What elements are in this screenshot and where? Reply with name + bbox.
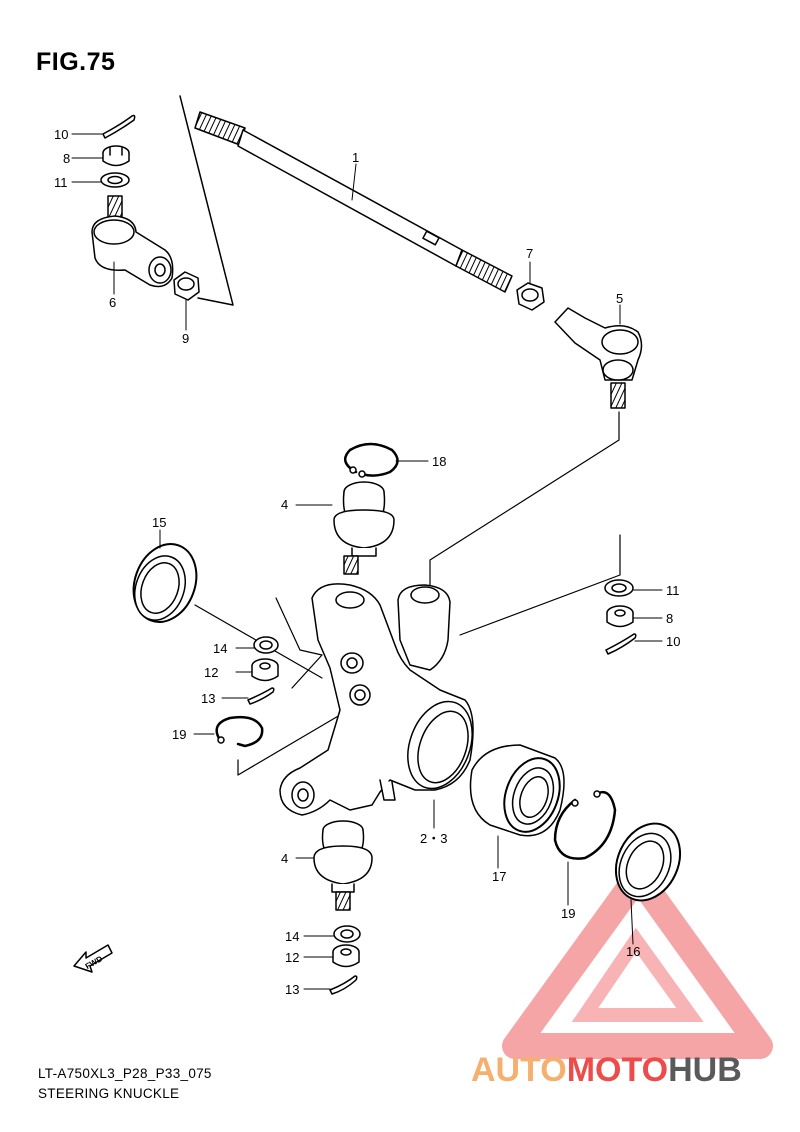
callout-1: 1 (352, 150, 359, 165)
callout-8-left: 8 (63, 151, 70, 166)
watermark-brand-moto: MOTO (567, 1051, 668, 1089)
washer-part (100, 172, 130, 188)
oil-seal-right-part (614, 822, 682, 902)
figure-name: STEERING KNUCKLE (38, 1086, 180, 1101)
callout-6: 6 (109, 295, 116, 310)
cotter-pin-lower-part (329, 975, 358, 995)
callout-19-left: 19 (172, 727, 186, 742)
assembly-bracket-left (275, 597, 323, 689)
callout-14-lower: 14 (285, 929, 299, 944)
washer-lower-part (333, 925, 361, 943)
circlip-left-part (215, 715, 264, 748)
oil-seal-left-part (132, 543, 198, 623)
circlip-upper-part (343, 442, 399, 478)
cotter-pin-right-part (605, 633, 637, 655)
watermark-brand: AUTOMOTOHUB (471, 1051, 742, 1089)
callout-17: 17 (492, 869, 506, 884)
callout-5: 5 (616, 291, 623, 306)
tie-rod-end-right-part (554, 307, 643, 409)
castle-nut-mid-part (251, 658, 279, 682)
castle-nut-part (102, 145, 130, 167)
assembly-line-tie-rod-end (429, 411, 620, 591)
callout-7: 7 (526, 246, 533, 261)
circlip-right-part (553, 790, 617, 860)
watermark-brand-auto: AUTO (471, 1051, 567, 1089)
callout-11-left: 11 (54, 175, 68, 190)
callout-19-right: 19 (561, 906, 575, 921)
cotter-pin-part (102, 114, 136, 139)
figure-code: LT-A750XL3_P28_P33_075 (38, 1066, 212, 1081)
callout-12-lower: 12 (285, 950, 299, 965)
fwd-arrow-icon (73, 944, 113, 973)
assembly-bracket-lines (179, 95, 234, 306)
washer-mid-part (253, 636, 279, 654)
callout-15: 15 (152, 515, 166, 530)
callout-8-right: 8 (666, 611, 673, 626)
callout-14-mid: 14 (213, 641, 227, 656)
assembly-line-right (459, 534, 621, 636)
callout-9: 9 (182, 331, 189, 346)
figure-title: FIG.75 (36, 48, 116, 76)
watermark-logo (502, 863, 773, 1059)
callout-10-right: 10 (666, 634, 680, 649)
callout-2-3: 2・3 (420, 831, 447, 846)
ball-joint-lower-part (313, 820, 373, 911)
callout-numbers: 1 2・3 4 4 5 6 7 8 8 9 10 10 11 11 12 12 … (54, 127, 680, 997)
lock-nut-left-part (173, 271, 200, 301)
callout-4-lower: 4 (281, 851, 288, 866)
callout-11-right: 11 (666, 583, 680, 598)
callout-leader-lines (71, 133, 663, 990)
ball-joint-upper-part (333, 481, 395, 575)
callout-13-mid: 13 (201, 691, 215, 706)
castle-nut-lower-part (332, 944, 360, 968)
watermark-brand-hub: HUB (668, 1051, 742, 1089)
washer-right-part (604, 579, 634, 597)
cotter-pin-mid-part (247, 687, 275, 705)
steering-knuckle-part (279, 583, 474, 816)
callout-16: 16 (626, 944, 640, 959)
callout-13-lower: 13 (285, 982, 299, 997)
wheel-bearing-part (469, 744, 565, 837)
tie-rod-part (194, 111, 513, 293)
callout-12-mid: 12 (204, 665, 218, 680)
tie-rod-end-left-part (91, 195, 174, 288)
callout-4-upper: 4 (281, 497, 288, 512)
callout-10-left: 10 (54, 127, 68, 142)
lock-nut-right-part (516, 282, 545, 311)
callout-18: 18 (432, 454, 446, 469)
castle-nut-right-part (606, 605, 634, 628)
assembly-line-circlip (237, 714, 341, 776)
